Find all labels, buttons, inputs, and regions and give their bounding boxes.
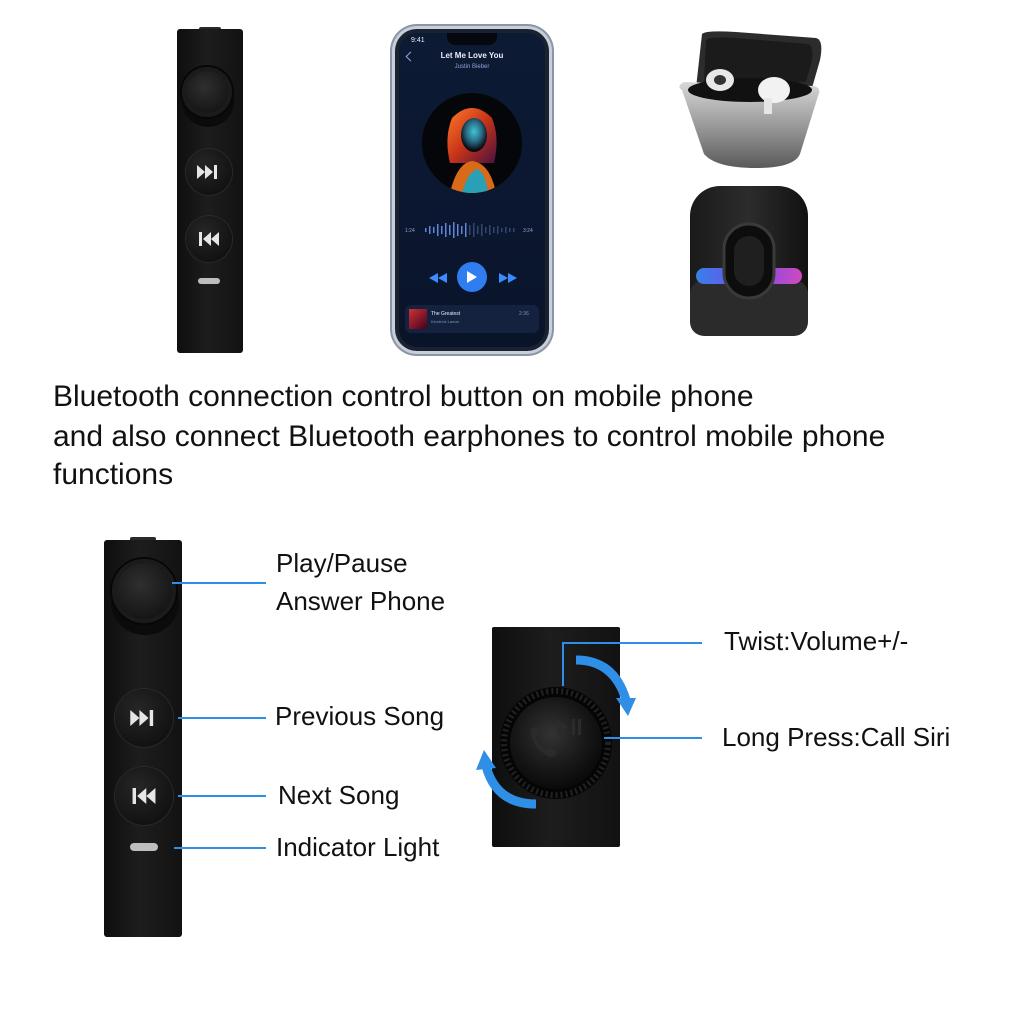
bluetooth-speaker [684, 182, 814, 342]
rewind-icon [132, 788, 156, 804]
callout-line-play-pause [172, 582, 266, 584]
callout-line-previous-song [178, 717, 266, 719]
play-pause-icon [558, 719, 581, 735]
remote-device-top [177, 27, 243, 353]
fast-forward-button [186, 149, 232, 195]
callout-line-twist-vertical [562, 642, 564, 686]
fast-forward-icon [197, 165, 217, 179]
song-title: Let Me Love You [440, 51, 504, 60]
label-play-pause: Play/Pause [276, 548, 408, 578]
fast-forward-icon [130, 710, 154, 726]
device-notch [130, 537, 156, 542]
phone-play-button [457, 262, 487, 292]
time-total: 3:24 [523, 228, 533, 234]
rotate-arrow-icon [575, 655, 636, 716]
rotary-knob [112, 559, 176, 623]
rotate-arrow-icon [476, 750, 537, 809]
mini-artist: Kendrick Lamar [431, 319, 460, 324]
label-indicator-light: Indicator Light [276, 832, 440, 862]
callout-line-twist [562, 642, 702, 644]
headline-line-3: functions [53, 458, 174, 491]
earbuds-case [676, 30, 824, 170]
phone-icon [530, 727, 556, 757]
phone-rewind-icon [429, 273, 447, 283]
album-art [422, 93, 522, 193]
phone-forward-icon [499, 273, 517, 283]
mini-title: The Greatest [431, 311, 461, 317]
artist-name: Justin Bieber [454, 64, 490, 70]
waveform [425, 222, 515, 238]
headline-line-1: Bluetooth connection control button on m… [53, 380, 754, 413]
label-long-press: Long Press:Call Siri [722, 722, 951, 752]
smartphone: 9:41 Let Me Love You Justin Bieber [395, 29, 549, 351]
notch [447, 33, 497, 45]
headline-line-2: and also connect Bluetooth earphones to … [53, 420, 886, 453]
callout-line-long-press [604, 737, 702, 739]
status-time: 9:41 [411, 37, 425, 44]
indicator-led [130, 843, 158, 851]
rewind-button [186, 216, 232, 262]
fast-forward-button [115, 689, 173, 747]
mini-album-art [409, 309, 427, 329]
label-previous-song: Previous Song [275, 701, 445, 731]
callout-line-indicator [174, 847, 266, 849]
play-icon [467, 271, 477, 283]
rewind-button [115, 767, 173, 825]
callout-line-next-song [178, 795, 266, 797]
remote-device-diagram [104, 537, 184, 937]
mini-player: The Greatest Kendrick Lamar 2:36 [405, 305, 539, 333]
label-twist: Twist:Volume+/- [724, 626, 909, 656]
rewind-icon [199, 232, 219, 246]
mini-time: 2:36 [519, 311, 529, 317]
phone-screen: 9:41 Let Me Love You Justin Bieber [399, 33, 545, 347]
rotary-knob [182, 67, 232, 117]
time-elapsed: 1:24 [405, 228, 415, 234]
label-next-song: Next Song [278, 780, 400, 810]
label-answer-phone: Answer Phone [276, 586, 446, 616]
indicator-led [198, 278, 220, 284]
